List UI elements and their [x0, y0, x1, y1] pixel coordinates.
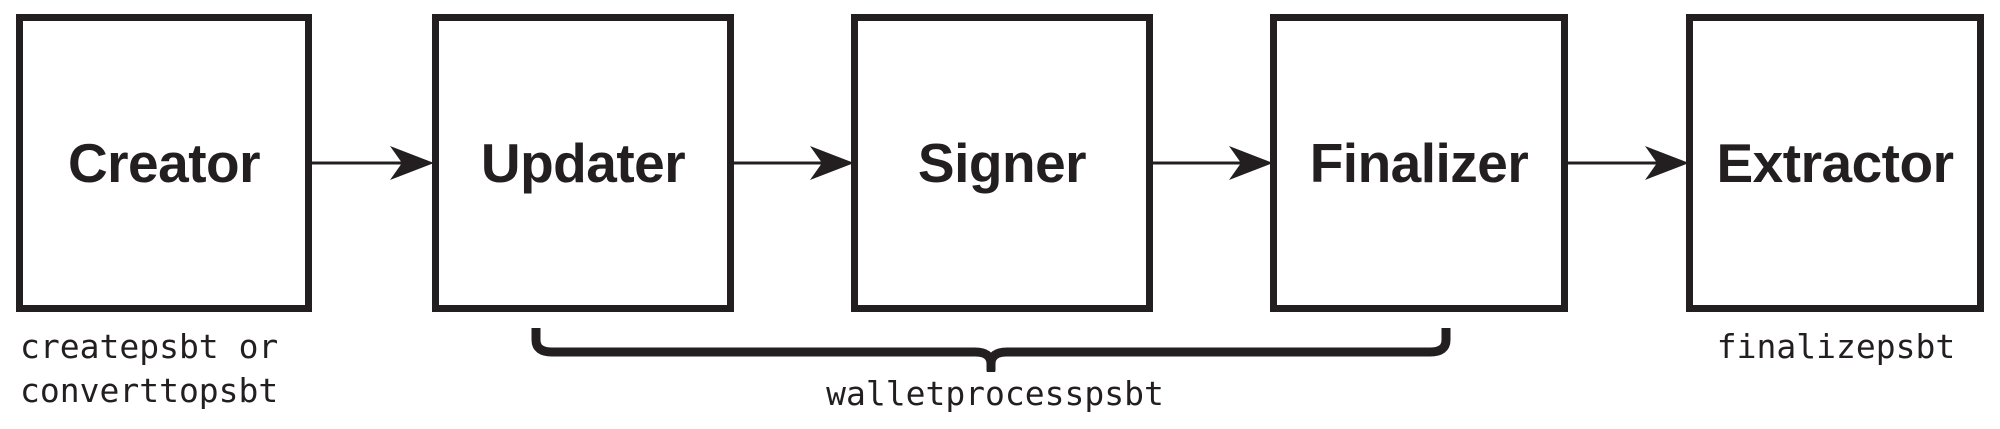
stage-box-finalizer[interactable]: Finalizer — [1270, 14, 1568, 312]
arrow-creator-to-updater — [310, 141, 434, 185]
brace-command-label: walletprocesspsbt — [695, 372, 1295, 416]
stage-label-extractor: Extractor — [1716, 131, 1954, 194]
stage-label-updater: Updater — [480, 131, 686, 194]
stage-box-extractor[interactable]: Extractor — [1686, 14, 1984, 312]
extractor-command-label: finalizepsbt — [1636, 325, 2000, 369]
stage-label-creator: Creator — [67, 131, 261, 194]
stage-box-creator[interactable]: Creator — [16, 14, 312, 312]
brace-walletprocesspsbt — [530, 326, 1452, 372]
stage-label-finalizer: Finalizer — [1309, 131, 1529, 194]
creator-command-line-2: converttopsbt — [20, 371, 279, 410]
creator-command-primary: createpsbt — [20, 327, 219, 366]
creator-command-line-1: createpsbt or — [20, 325, 320, 369]
stage-box-signer[interactable]: Signer — [851, 14, 1153, 312]
extractor-command-text: finalizepsbt — [1716, 327, 1956, 366]
arrow-signer-to-finalizer — [1151, 141, 1273, 185]
creator-command-conjunction: or — [238, 327, 279, 366]
brace-command-text: walletprocesspsbt — [826, 374, 1164, 413]
arrow-finalizer-to-extractor — [1566, 141, 1689, 185]
stage-label-signer: Signer — [917, 131, 1087, 194]
arrow-updater-to-signer — [732, 141, 854, 185]
creator-command-label: createpsbt or converttopsbt — [20, 325, 320, 413]
stage-box-updater[interactable]: Updater — [432, 14, 734, 312]
